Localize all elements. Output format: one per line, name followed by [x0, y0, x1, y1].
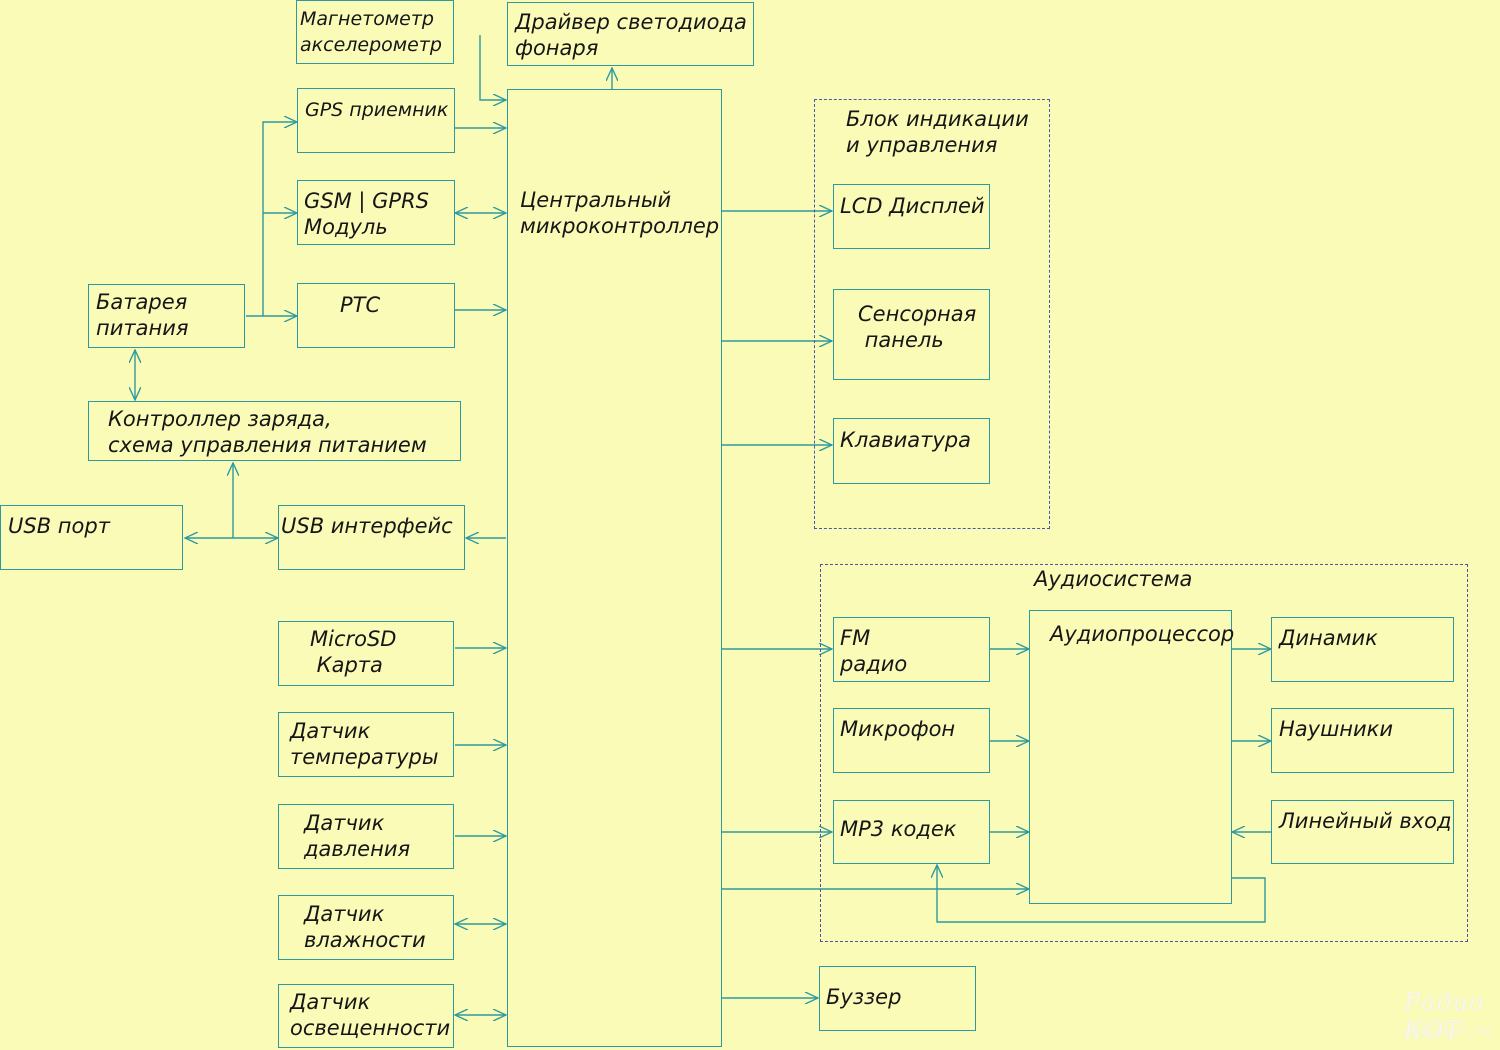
usb-interface-label: USB интерфейс: [281, 514, 453, 538]
keyboard-label: Клавиатура: [840, 428, 971, 452]
led-driver-block: [507, 2, 754, 66]
line-in-block: [1271, 800, 1454, 864]
watermark-url: radiokot.ru: [1404, 1024, 1491, 1039]
microphone-block: [833, 708, 990, 773]
microsd-label: MicroSD Карта: [310, 627, 397, 677]
gps-block: [297, 88, 455, 153]
audio-processor-label: Аудиопроцессор: [1050, 622, 1235, 646]
lcd-block: [833, 184, 990, 249]
speaker-label: Динамик: [1279, 626, 1378, 650]
fm-radio-block: [833, 617, 990, 682]
watermark-brand: Радио КОТ: [1404, 988, 1485, 1044]
touch-panel-block: [833, 289, 990, 380]
pressure-sensor-block: [278, 804, 454, 869]
lcd-label: LCD Дисплей: [840, 194, 985, 218]
mcu-label: Центральный микроконтроллер: [520, 188, 720, 238]
buzzer-label: Буззер: [826, 985, 902, 1009]
audio-group-title: Аудиосистема: [1034, 567, 1193, 591]
usb-port-block: [0, 505, 183, 570]
fm-radio-label: FM радио: [840, 626, 908, 676]
temperature-sensor-label: Датчик температуры: [290, 719, 439, 769]
keyboard-block: [833, 418, 990, 484]
led-driver-label: Драйвер светодиода фонаря: [515, 10, 747, 60]
mcu-block: [507, 89, 722, 1047]
speaker-block: [1271, 617, 1454, 682]
usb-interface-block: [278, 505, 465, 570]
rtc-label: РТС: [340, 293, 381, 317]
microphone-label: Микрофон: [840, 717, 956, 741]
magnetometer-label: Магнетометр акселерометр: [300, 8, 442, 56]
line-in-label: Линейный вход: [1279, 809, 1452, 833]
gsm-label: GSM | GPRS Модуль: [304, 189, 430, 239]
headphones-label: Наушники: [1279, 717, 1394, 741]
audio-processor-block: [1029, 610, 1232, 904]
battery-block: [88, 284, 245, 348]
indication-group: [814, 99, 1050, 529]
charge-controller-label: Контроллер заряда, схема управления пита…: [108, 407, 427, 457]
light-sensor-block: [278, 984, 454, 1048]
microsd-block: [278, 621, 454, 686]
indication-group-title: Блок индикации и управления: [846, 107, 1029, 157]
light-sensor-label: Датчик освещенности: [290, 990, 451, 1040]
headphones-block: [1271, 708, 1454, 773]
mp3-codec-label: MP3 кодек: [840, 817, 957, 841]
charge-controller-block: [88, 401, 461, 461]
usb-port-label: USB порт: [8, 514, 110, 538]
rtc-block: [297, 283, 455, 348]
buzzer-block: [819, 966, 976, 1031]
gsm-block: [297, 180, 455, 245]
touch-panel-label: Сенсорная панель: [858, 302, 977, 352]
magnetometer-block: [296, 0, 454, 64]
audio-group: [820, 564, 1468, 942]
temperature-sensor-block: [278, 712, 454, 777]
humidity-sensor-label: Датчик влажности: [304, 902, 426, 952]
gps-label: GPS приемник: [305, 99, 449, 121]
pressure-sensor-label: Датчик давления: [304, 811, 411, 861]
mp3-codec-block: [833, 800, 990, 864]
battery-label: Батарея питания: [96, 290, 189, 340]
humidity-sensor-block: [278, 895, 454, 960]
